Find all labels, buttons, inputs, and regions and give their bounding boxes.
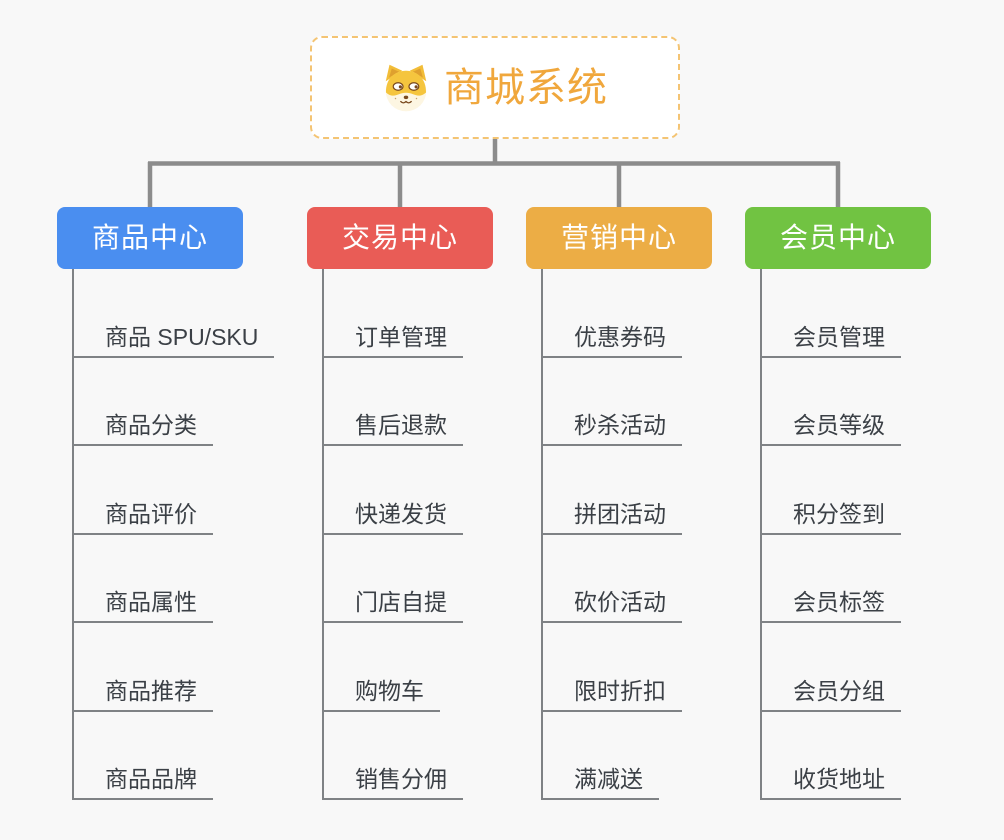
subtopic[interactable]: 商品 SPU/SKU bbox=[72, 323, 275, 358]
subtopic-row: 商品评价 bbox=[72, 446, 274, 535]
subtopic[interactable]: 商品品牌 bbox=[72, 765, 213, 800]
subtopic[interactable]: 秒杀活动 bbox=[541, 411, 682, 446]
subtopic-row: 商品属性 bbox=[72, 535, 274, 623]
subtopic-row: 会员管理 bbox=[760, 269, 901, 358]
subtopic-row: 收货地址 bbox=[760, 712, 901, 800]
subtopic-row: 购物车 bbox=[322, 623, 463, 712]
subtopic-row: 会员标签 bbox=[760, 535, 901, 623]
subtopic-row: 商品 SPU/SKU bbox=[72, 269, 275, 358]
subtopic-list-marketing-center: 优惠券码 秒杀活动 拼团活动 砍价活动 限时折扣 满减送 bbox=[541, 269, 682, 800]
subtopic[interactable]: 销售分佣 bbox=[322, 765, 463, 800]
subtopic-list-member-center: 会员管理 会员等级 积分签到 会员标签 会员分组 收货地址 bbox=[760, 269, 901, 800]
subtopic[interactable]: 商品分类 bbox=[72, 411, 213, 446]
subtopic-list-trade-center: 订单管理 售后退款 快递发货 门店自提 购物车 销售分佣 bbox=[322, 269, 463, 800]
subtopic[interactable]: 积分签到 bbox=[760, 500, 901, 535]
subtopic-row: 会员等级 bbox=[760, 358, 901, 446]
subtopic[interactable]: 订单管理 bbox=[322, 323, 463, 358]
subtopic-row: 秒杀活动 bbox=[541, 358, 682, 446]
subtopic[interactable]: 拼团活动 bbox=[541, 500, 682, 535]
branch-topic-marketing-center[interactable]: 营销中心 bbox=[526, 207, 712, 269]
subtopic-row: 商品分类 bbox=[72, 358, 274, 446]
subtopic[interactable]: 限时折扣 bbox=[541, 677, 682, 712]
subtopic-row: 限时折扣 bbox=[541, 623, 682, 712]
subtopic-row: 会员分组 bbox=[760, 623, 901, 712]
subtopic-row: 砍价活动 bbox=[541, 535, 682, 623]
subtopic-row: 优惠券码 bbox=[541, 269, 682, 358]
subtopic-row: 订单管理 bbox=[322, 269, 463, 358]
branch-topic-product-center[interactable]: 商品中心 bbox=[57, 207, 243, 269]
subtopic-row: 商品品牌 bbox=[72, 712, 274, 800]
dog-face-icon bbox=[385, 64, 427, 111]
subtopic[interactable]: 快递发货 bbox=[322, 500, 463, 535]
branch-topic-trade-center[interactable]: 交易中心 bbox=[307, 207, 493, 269]
subtopic[interactable]: 收货地址 bbox=[760, 765, 901, 800]
root-topic[interactable]: 商城系统 bbox=[310, 36, 680, 139]
subtopic[interactable]: 砍价活动 bbox=[541, 588, 682, 623]
subtopic[interactable]: 门店自提 bbox=[322, 588, 463, 623]
subtopic[interactable]: 商品属性 bbox=[72, 588, 213, 623]
subtopic[interactable]: 会员分组 bbox=[760, 677, 901, 712]
subtopic[interactable]: 满减送 bbox=[541, 765, 659, 800]
branch-topic-member-center[interactable]: 会员中心 bbox=[745, 207, 931, 269]
subtopic-list-product-center: 商品 SPU/SKU 商品分类 商品评价 商品属性 商品推荐 商品品牌 bbox=[72, 269, 275, 800]
subtopic[interactable]: 会员标签 bbox=[760, 588, 901, 623]
subtopic[interactable]: 商品推荐 bbox=[72, 677, 213, 712]
subtopic-row: 售后退款 bbox=[322, 358, 463, 446]
subtopic[interactable]: 商品评价 bbox=[72, 500, 213, 535]
subtopic-row: 满减送 bbox=[541, 712, 682, 800]
subtopic-row: 快递发货 bbox=[322, 446, 463, 535]
subtopic-row: 拼团活动 bbox=[541, 446, 682, 535]
subtopic-row: 销售分佣 bbox=[322, 712, 463, 800]
subtopic-row: 积分签到 bbox=[760, 446, 901, 535]
subtopic[interactable]: 购物车 bbox=[322, 677, 440, 712]
subtopic[interactable]: 售后退款 bbox=[322, 411, 463, 446]
subtopic-row: 商品推荐 bbox=[72, 623, 274, 712]
subtopic[interactable]: 会员管理 bbox=[760, 323, 901, 358]
connector-path bbox=[147, 139, 841, 207]
root-topic-title: 商城系统 bbox=[444, 65, 608, 110]
subtopic-row: 门店自提 bbox=[322, 535, 463, 623]
subtopic[interactable]: 优惠券码 bbox=[541, 323, 682, 358]
subtopic[interactable]: 会员等级 bbox=[760, 411, 901, 446]
